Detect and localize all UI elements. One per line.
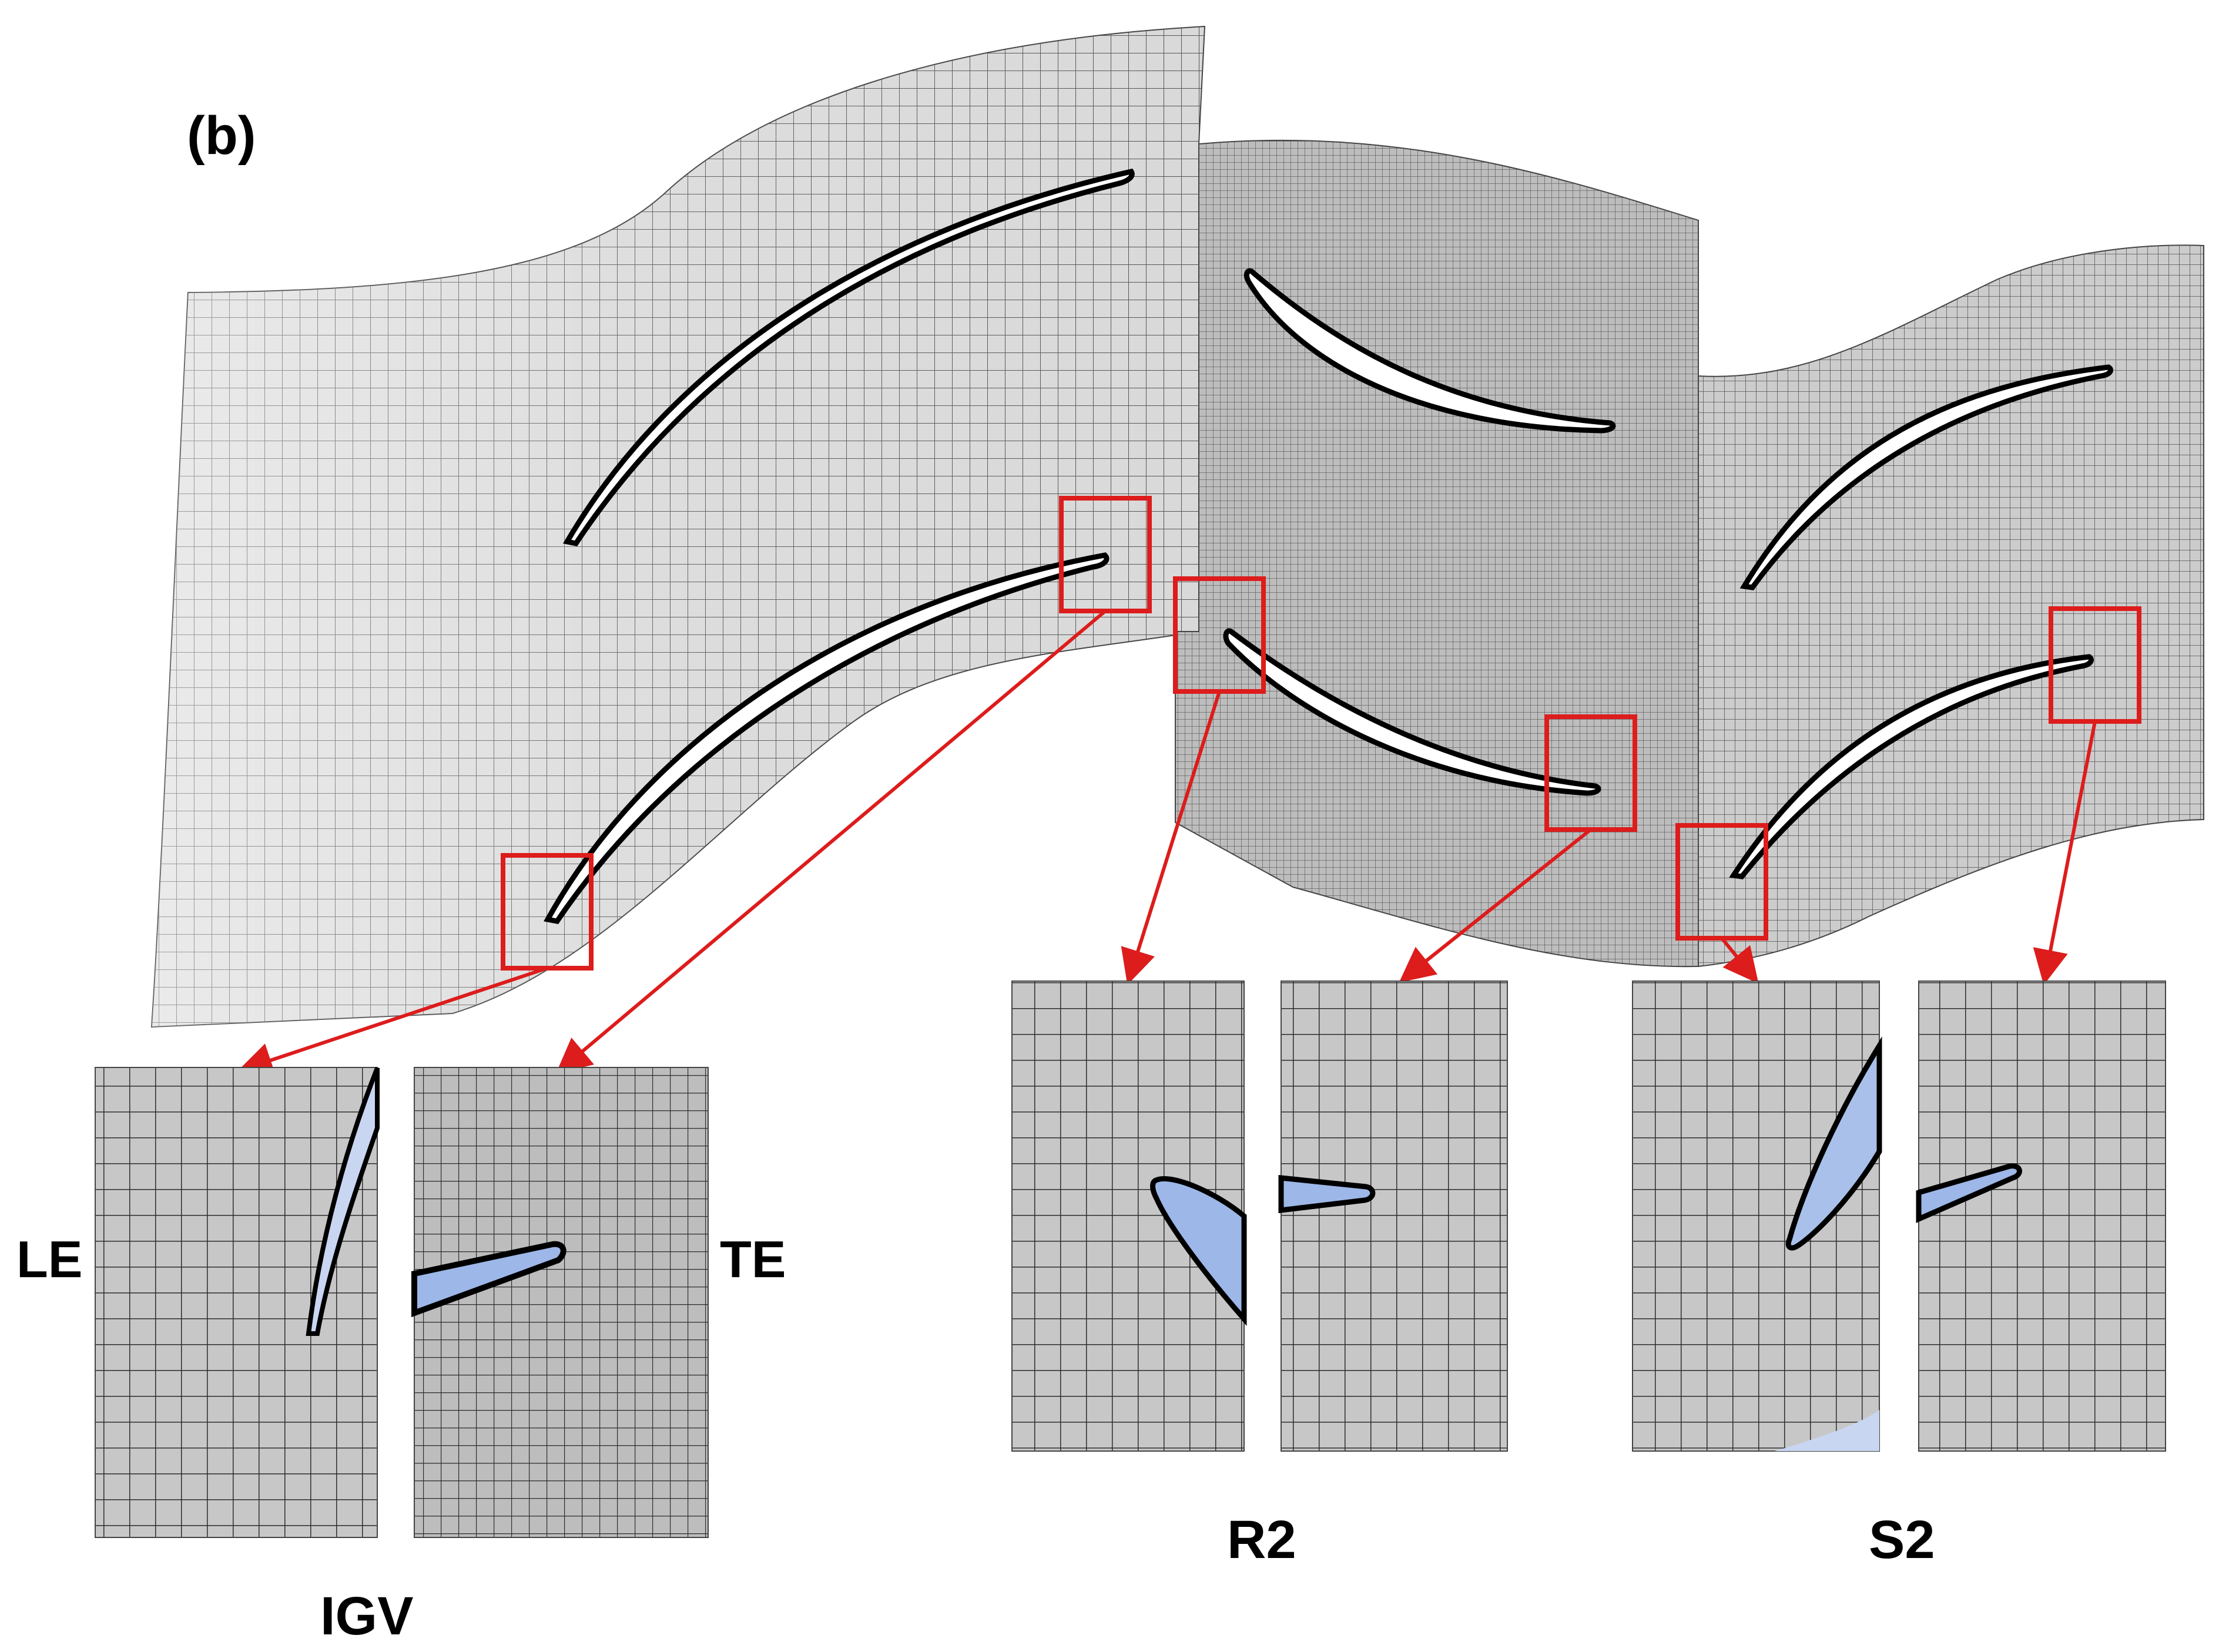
r2-stage-label: R2: [1227, 1510, 1296, 1570]
s2-stage-label: S2: [1869, 1510, 1935, 1570]
r2-mesh-region: [1175, 139, 1699, 968]
igv-te-arrow: [555, 609, 1107, 1074]
igv-le-arrow: [237, 966, 548, 1077]
r2-te-zoom-panel: [1278, 981, 1508, 1452]
panel-label: (b): [187, 106, 256, 166]
r2-le-zoom-panel: [1011, 981, 1247, 1452]
s2-te-zoom-panel: [1916, 981, 2166, 1452]
r2-te-arrow: [1399, 828, 1592, 983]
s2-le-arrow: [1720, 937, 1759, 984]
r2-blade-lower: [1223, 628, 1601, 796]
igv-stage-label: IGV: [320, 1586, 414, 1646]
igv-blade-lower: [544, 552, 1110, 924]
s2-mesh-region: [1698, 244, 2204, 968]
s2-te-arrow: [2033, 721, 2097, 985]
s2-le-zoom-panel: [1632, 981, 1882, 1452]
s2-blade-upper: [1739, 364, 2113, 590]
igv-le-zoom-panel: [95, 1067, 380, 1538]
igv-te-label: TE: [720, 1230, 786, 1288]
igv-le-label: LE: [16, 1230, 83, 1288]
r2-le-arrow: [1121, 691, 1221, 985]
s2-blade-lower: [1729, 654, 2094, 879]
r2-blade-upper: [1243, 268, 1616, 434]
igv-te-zoom-panel: [411, 1067, 709, 1538]
igv-mesh-region: [150, 25, 1206, 1028]
igv-blade-upper: [562, 168, 1135, 547]
